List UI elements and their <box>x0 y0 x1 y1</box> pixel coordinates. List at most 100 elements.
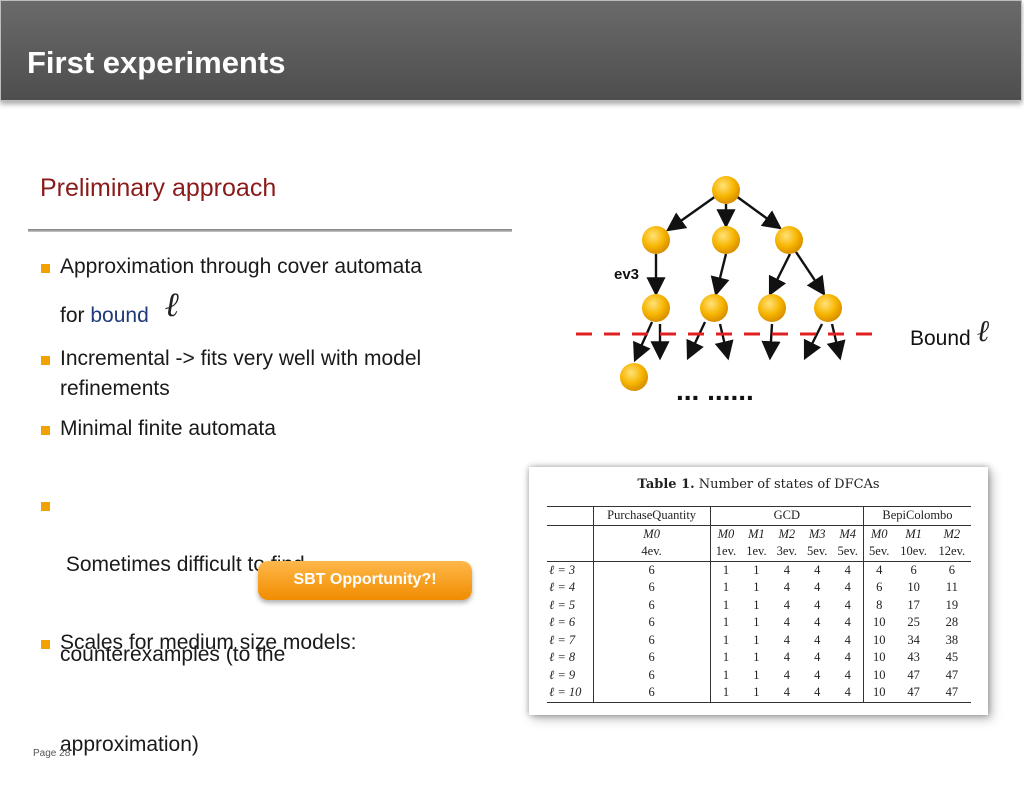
table-cell: 6 <box>592 561 711 579</box>
table-cell: 10 <box>862 631 895 649</box>
events-header: 4ev. <box>592 543 711 562</box>
tree-node <box>620 363 648 391</box>
page-number: Page 28 <box>33 748 71 759</box>
table-cell: 8 <box>862 596 895 614</box>
model-header: M3 <box>808 526 826 541</box>
table-cell: 4 <box>783 615 790 630</box>
table-cell: 1 <box>709 596 742 614</box>
model-header: M2 <box>778 526 796 541</box>
row-label: ℓ = 9 <box>549 667 576 682</box>
table-cell: 1 <box>709 649 742 667</box>
bound-ell-symbol: ℓ <box>976 314 990 349</box>
tree-node <box>712 226 740 254</box>
table-cell: 6 <box>592 666 711 684</box>
bound-label-text: Bound <box>910 327 971 350</box>
events-header: 5ev. <box>802 543 833 562</box>
bound-term: bound <box>90 304 149 327</box>
dfca-table: PurchaseQuantity GCD BepiColombo M0 M0 M… <box>547 506 971 703</box>
group-header: GCD <box>709 506 864 526</box>
row-label: ℓ = 3 <box>549 562 576 577</box>
events-header: 1ev. <box>709 543 742 562</box>
bullet-cover-automata: Approximation through cover automata for… <box>60 252 422 327</box>
table-cell: 6 <box>592 614 711 632</box>
model-header: M2 <box>943 526 961 541</box>
table-cell: 38 <box>945 632 959 647</box>
bullet-text: Approximation through cover automata <box>60 255 422 278</box>
group-header: BepiColombo <box>862 506 971 526</box>
row-label: ℓ = 7 <box>549 632 576 647</box>
table-cell: 1 <box>753 650 760 665</box>
bullet-text: Incremental -> fits very well with model <box>60 347 422 370</box>
group-header: PurchaseQuantity <box>592 506 711 526</box>
table-cell: 6 <box>592 579 711 597</box>
table-cell: 6 <box>862 579 895 597</box>
section-divider <box>28 229 512 232</box>
table-cell: 4 <box>814 615 821 630</box>
table-cell: 10 <box>862 614 895 632</box>
model-header: M0 <box>709 525 742 543</box>
events-header: 3ev. <box>771 543 803 562</box>
root-node <box>712 176 740 204</box>
tree-edges <box>633 195 846 363</box>
table-cell: 4 <box>771 684 803 703</box>
table-cell: 4 <box>832 684 864 703</box>
table-cell: 11 <box>945 580 958 595</box>
model-header: M1 <box>905 526 922 541</box>
dfca-table-figure: Table 1. Number of states of DFCAs Purch… <box>529 467 988 715</box>
table-cell: 4 <box>844 632 851 647</box>
table-cell: 47 <box>932 684 971 703</box>
tree-node <box>700 294 728 322</box>
table-cell: 4 <box>783 650 790 665</box>
table-cell: 4 <box>844 580 851 595</box>
table-cell: 6 <box>948 562 955 577</box>
table-caption-text: Number of states of DFCAs <box>698 477 880 492</box>
table-cell: 6 <box>910 562 917 577</box>
table-events-row: 4ev. 1ev. 1ev. 3ev. 5ev. 5ev. 5ev. 10ev.… <box>547 543 971 562</box>
table-cell: 4 <box>844 667 851 682</box>
bullet-scales: Scales for medium size models: <box>60 628 356 658</box>
table-cell: 4 <box>814 650 821 665</box>
table-cell: 45 <box>945 650 959 665</box>
tree-node <box>642 294 670 322</box>
table-cell: 4 <box>783 667 790 682</box>
tree-node <box>758 294 786 322</box>
table-cell: 1 <box>709 579 742 597</box>
table-group-header: PurchaseQuantity GCD BepiColombo <box>547 506 971 526</box>
edge-label-ev3: ev3 <box>614 266 639 283</box>
table-model-row: M0 M0 M1 M2 M3 M4 M0 M1 M2 <box>547 525 971 543</box>
table-cell: 17 <box>907 597 920 612</box>
section-heading: Preliminary approach <box>40 174 277 202</box>
tree-node <box>814 294 842 322</box>
bullet-marker <box>41 426 50 435</box>
table-cell: 43 <box>907 650 920 665</box>
events-header: 10ev. <box>894 543 933 562</box>
continuation-ellipsis: ... ...... <box>676 375 754 406</box>
table-cell: 4 <box>783 597 790 612</box>
title-bar: First experiments <box>0 0 1022 101</box>
table-cell: 1 <box>753 615 760 630</box>
bullet-incremental: Incremental -> fits very well with model… <box>60 344 421 404</box>
table-cell: 4 <box>814 632 821 647</box>
table-cell: 1 <box>753 667 760 682</box>
table-cell: 1 <box>753 632 760 647</box>
bullet-text: counterexamples (to the <box>60 643 286 666</box>
table-cell: 47 <box>907 667 920 682</box>
tree-node <box>642 226 670 254</box>
table-cell: 1 <box>709 631 742 649</box>
sbt-opportunity-button[interactable]: SBT Opportunity?! <box>258 561 472 600</box>
bullet-text: for <box>60 304 85 327</box>
bullet-text: Minimal finite automata <box>60 417 276 440</box>
table-cell: 34 <box>907 632 920 647</box>
row-label: ℓ = 8 <box>549 650 576 665</box>
table-cell: 1 <box>753 562 760 577</box>
row-label: ℓ = 4 <box>549 580 576 595</box>
bullet-text: Scales for medium size models: <box>60 631 357 654</box>
table-cell: 1 <box>709 666 742 684</box>
row-label: ℓ = 10 <box>547 684 594 703</box>
table-cell: 19 <box>945 597 959 612</box>
